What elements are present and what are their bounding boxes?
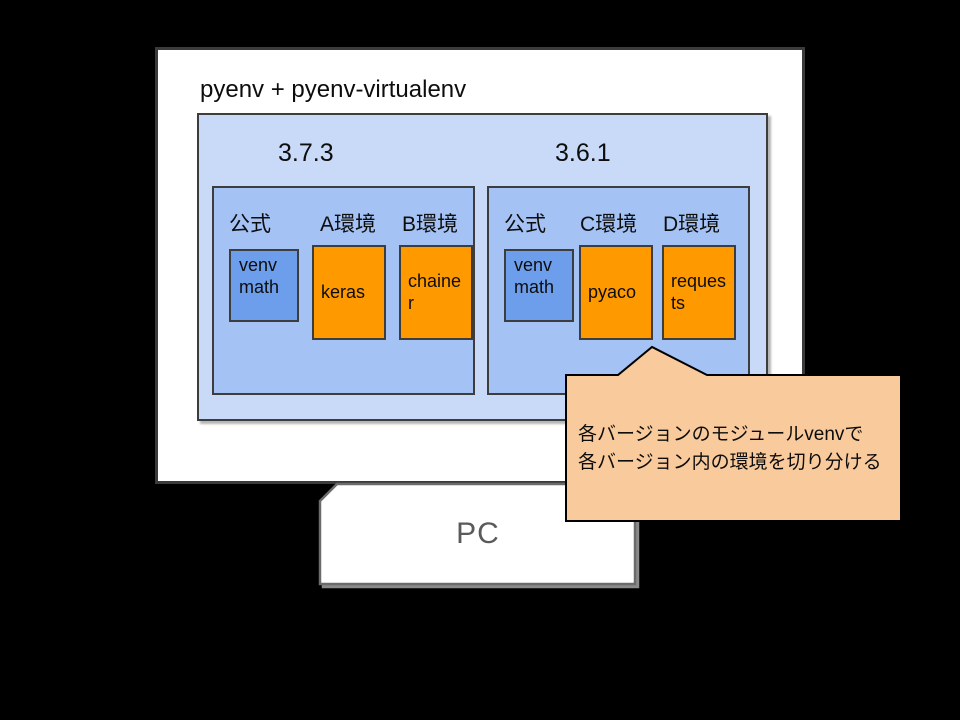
- module-box-pyaco: pyaco: [579, 245, 653, 340]
- callout-bubble-shape: [565, 345, 902, 522]
- module-box-venv-math: venv math: [504, 249, 574, 322]
- callout-line-1: 各バージョンのモジュールvenvで: [578, 424, 864, 445]
- python-version-label: 3.6.1: [555, 139, 611, 167]
- env-label-b: B環境: [402, 213, 459, 236]
- env-label-d: D環境: [663, 213, 721, 236]
- callout-line-2: 各バージョン内の環境を切り分ける: [578, 452, 882, 473]
- diagram-title: pyenv + pyenv-virtualenv: [200, 76, 467, 103]
- version-box-373: 公式 A環境 B環境 venv math keras chainer: [212, 186, 475, 395]
- module-box-venv-math: venv math: [229, 249, 299, 322]
- env-label-a: A環境: [320, 213, 377, 236]
- module-box-keras: keras: [312, 245, 386, 340]
- module-box-requests: requests: [662, 245, 736, 340]
- module-box-chainer: chainer: [399, 245, 473, 340]
- pc-label: PC: [456, 517, 500, 550]
- env-label-official: 公式: [229, 213, 271, 236]
- callout-text: 各バージョンのモジュールvenvで 各バージョン内の環境を切り分ける: [578, 421, 898, 477]
- python-logo-icon: [503, 131, 547, 175]
- env-label-official: 公式: [504, 213, 546, 236]
- python-version-label: 3.7.3: [278, 139, 334, 167]
- env-label-c: C環境: [580, 213, 638, 236]
- python-logo-icon: [226, 131, 270, 175]
